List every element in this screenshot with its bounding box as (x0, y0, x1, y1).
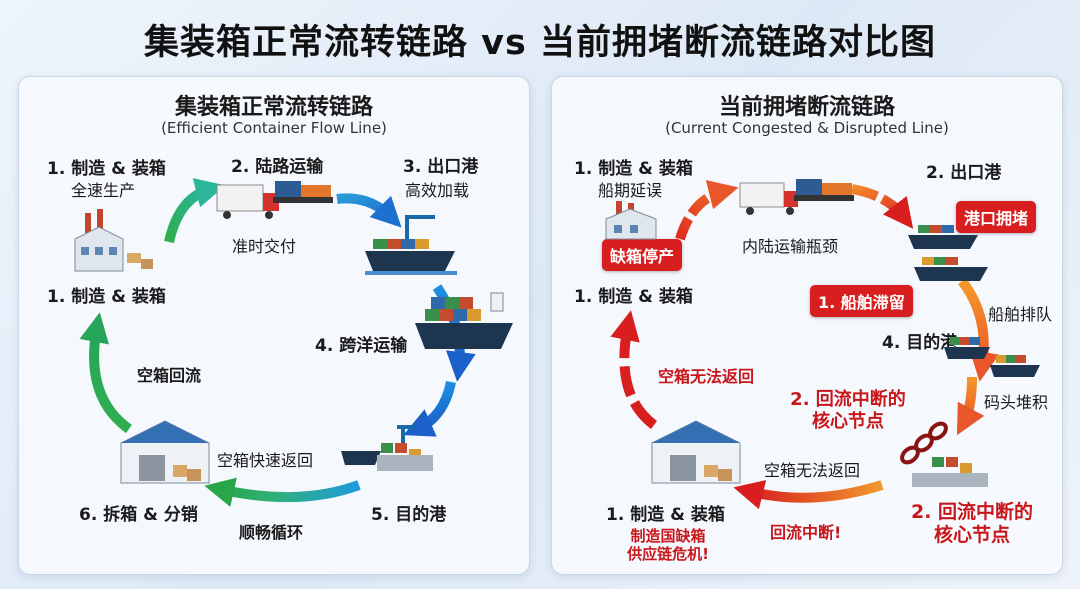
truck-train-icon (216, 181, 333, 219)
break-node-label: 2. 回流中断的 核心节点 (778, 389, 918, 432)
dock-pile-label: 码头堆积 (984, 393, 1049, 412)
normal-flow-title: 集装箱正常流转链路 (174, 95, 373, 120)
step2-label: 2. 陆路运输 (231, 157, 324, 177)
congested-port-ships-icon (908, 225, 988, 281)
arrow-empty-return (79, 312, 133, 434)
congested-flow-subtitle: (Current Congested & Disrupted Line) (665, 119, 949, 137)
port-congestion-badge: 港口拥堵 (956, 201, 1037, 233)
arrow-break-to-warehouse (733, 480, 884, 510)
break-node-line1: 2. 回流中断的 (790, 389, 906, 410)
stranded-containers-icon (912, 457, 988, 487)
mfg-label: 1. 制造 & 装箱 (606, 505, 725, 525)
export-port-ship-icon (365, 215, 457, 275)
factory-icon (74, 209, 153, 272)
arrow-inland-to-port (851, 184, 914, 229)
step2-sub: 准时交付 (232, 237, 297, 256)
congested-flow-panel: 当前拥堵断流链路 (Current Congested & Disrupted … (551, 76, 1063, 575)
factory-icon (605, 201, 657, 240)
arrow-mfg-to-inland (675, 180, 739, 241)
congested-flow-arrows (610, 180, 1000, 510)
ship-stuck-badge: 1. 船舶滞留 (810, 285, 913, 317)
warehouse-icon (120, 420, 210, 484)
normal-flow-panel: 集装箱正常流转链路 (Efficient Container Flow Line… (18, 76, 530, 575)
break-node2-line2: 核心节点 (933, 523, 1010, 546)
break-node-line2: 核心节点 (812, 410, 884, 432)
step1-label: 1. 制造 & 装箱 (47, 159, 166, 179)
mfg-crisis-label: 制造国缺箱 供应链危机! (616, 527, 720, 563)
break-node2-line1: 2. 回流中断的 (910, 501, 1034, 523)
step1-label: 1. 制造 & 装箱 (574, 159, 693, 179)
congested-flow-title: 当前拥堵断流链路 (718, 95, 895, 120)
step1-bottom-label: 1. 制造 & 装箱 (574, 287, 693, 307)
step4-label: 4. 跨洋运输 (315, 336, 408, 356)
destination-port-icon (341, 425, 433, 471)
ocean-ship-icon (415, 292, 513, 349)
mfg-crisis-line1: 制造国缺箱 (630, 527, 706, 545)
step4-label: 4. 目的港 (882, 333, 958, 353)
arrow-empty-cannot-return (610, 310, 658, 429)
step3-label: 3. 出口港 (403, 157, 479, 177)
ship-queue-label: 船舶排队 (988, 305, 1053, 324)
break-node2-label: 2. 回流中断的 核心节点 (898, 501, 1046, 547)
arrow-mfg-to-truck (164, 178, 226, 244)
normal-flow-subtitle: (Efficient Container Flow Line) (161, 119, 387, 137)
normal-flow-arrows (79, 178, 476, 507)
cannot-return-label: 空箱无法返回 (764, 461, 861, 480)
step6-label: 6. 拆箱 & 分销 (79, 505, 198, 525)
ship-delay-label: 船期延误 (598, 181, 663, 200)
truck-train-icon (739, 179, 854, 215)
empty-fast-return-label: 空箱快速返回 (217, 451, 314, 470)
arrow-dest-to-warehouse (204, 477, 361, 507)
cannot-return-red-label: 空箱无法返回 (658, 367, 755, 386)
arrow-ocean-to-dest (403, 380, 456, 437)
page-title: 集装箱正常流转链路 vs 当前拥堵断流链路对比图 (143, 23, 937, 63)
step2-label: 2. 出口港 (926, 163, 1002, 183)
mfg-crisis-line2: 供应链危机! (627, 545, 709, 563)
shortage-badge: 缺箱停产 (602, 239, 683, 271)
destination-ships-icon (944, 337, 1040, 377)
smooth-cycle-label: 顺畅循环 (239, 523, 304, 542)
broken-chain-icon (900, 421, 948, 465)
inland-bottleneck-label: 内陆运输瓶颈 (742, 237, 839, 256)
warehouse-icon (651, 420, 741, 484)
step1-bottom-label: 1. 制造 & 装箱 (47, 287, 166, 307)
arrow-truck-to-port (336, 193, 402, 228)
step1-sub: 全速生产 (71, 181, 136, 200)
arrow-dest-to-break (956, 376, 985, 436)
step5-label: 5. 目的港 (371, 505, 447, 525)
empty-return-label: 空箱回流 (137, 366, 202, 385)
backflow-break-label: 回流中断! (770, 523, 842, 542)
step3-sub: 高效加载 (405, 181, 470, 200)
